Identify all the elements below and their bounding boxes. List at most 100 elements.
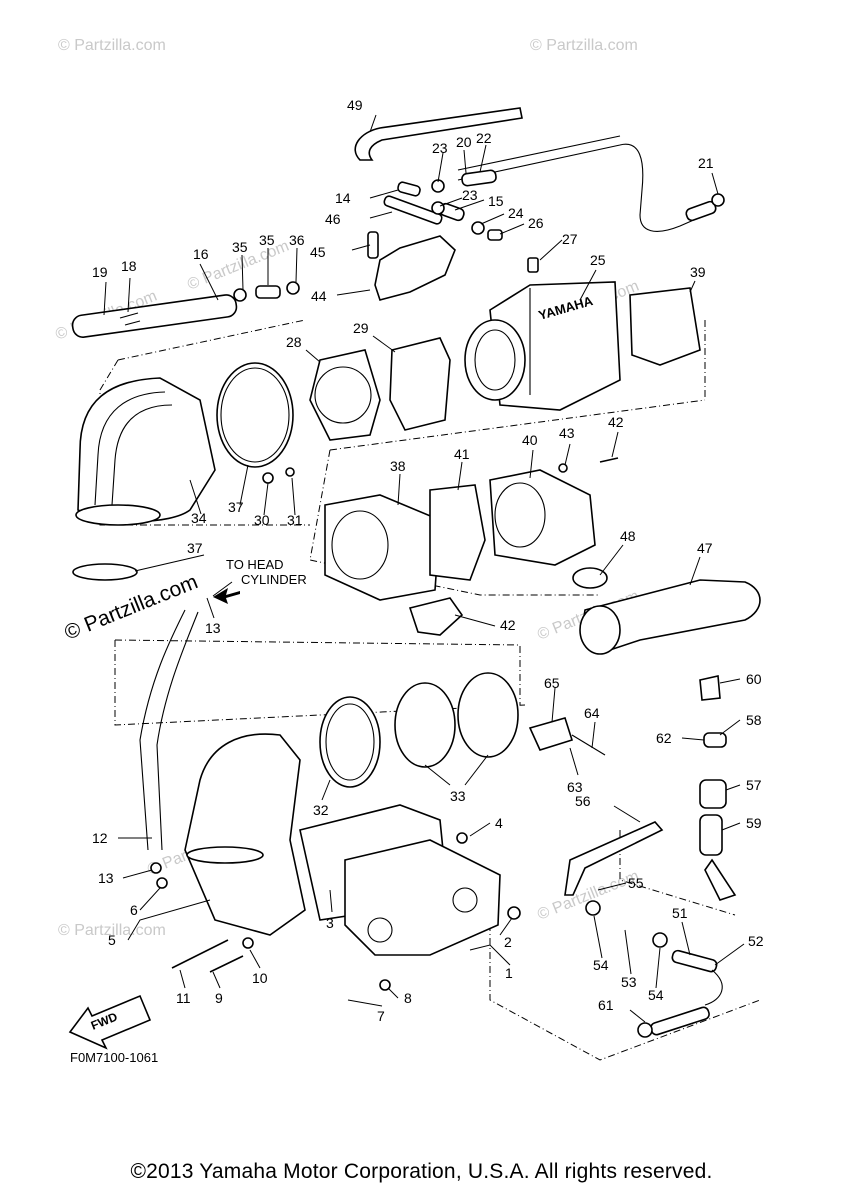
callout-31: 32	[313, 802, 329, 818]
callout-3: 3	[326, 915, 334, 931]
callout-27: 28	[286, 334, 302, 350]
callout-4: 4	[495, 815, 503, 831]
watermark: © Partzilla.com	[58, 922, 166, 939]
callout-23: 24	[508, 205, 524, 221]
part-34-fitting	[233, 281, 300, 302]
callout-5: 5	[108, 932, 116, 948]
callout-28: 29	[353, 320, 369, 336]
part-45-bracket	[367, 195, 456, 301]
callout-19: 20	[456, 134, 472, 150]
callout-49: 48	[620, 528, 636, 544]
copyright-text: ©2013 Yamaha Motor Corporation, U.S.A. A…	[130, 1160, 713, 1183]
arrow-icon	[213, 588, 240, 604]
callout-24: 25	[590, 252, 606, 268]
bolts	[150, 457, 619, 991]
watermark: © Partzilla.com	[530, 37, 638, 54]
callout-12: 12	[92, 830, 108, 846]
callout-55: 55	[628, 875, 644, 891]
callout-7: 7	[377, 1008, 385, 1024]
callout-40: 40	[522, 432, 538, 448]
callout-26: 27	[562, 231, 578, 247]
part-38-joint	[324, 469, 596, 601]
note-cylinder: CYLINDER	[241, 572, 307, 587]
callout-9: 9	[215, 990, 223, 1006]
callout-63: 63	[567, 779, 583, 795]
part-1-manifold	[299, 804, 501, 956]
callout-58: 58	[746, 712, 762, 728]
callout-17: 18	[121, 258, 137, 274]
callout-42: 42	[500, 617, 516, 633]
hose-fittings	[397, 169, 725, 241]
part-37-clamp	[72, 563, 199, 851]
callout-45: 44	[311, 288, 327, 304]
callout-51: 51	[672, 905, 688, 921]
callout-16: 16	[193, 246, 209, 262]
callout-60: 60	[746, 671, 762, 687]
callout-38: 38	[390, 458, 406, 474]
watermark: © Partzilla.com	[535, 868, 641, 924]
part-63-65	[528, 717, 606, 756]
gaskets-upper	[309, 287, 701, 441]
callout-14: 14	[335, 190, 351, 206]
callout-54: 54	[648, 987, 664, 1003]
callout-29: 30	[254, 512, 270, 528]
callout-47: 46	[325, 211, 341, 227]
callout-50: 49	[347, 97, 363, 113]
callout-21: 22	[476, 130, 492, 146]
watermark: © Partzilla.com	[58, 37, 166, 54]
callout-62: 62	[656, 730, 672, 746]
callout-6: 6	[130, 902, 138, 918]
callout-54: 54	[593, 957, 609, 973]
callout-65: 65	[544, 675, 560, 691]
callout-46: 45	[310, 244, 326, 260]
callout-59: 59	[746, 815, 762, 831]
note-to-head: TO HEAD	[226, 557, 284, 572]
callout-53: 53	[621, 974, 637, 990]
callout-36: 37	[228, 499, 244, 515]
callout-52: 52	[748, 933, 764, 949]
callouts: 49 19 18 16 35 35 36 14 46 45 44 23 20 2…	[92, 97, 764, 1024]
figure-code: F0M7100-1061	[70, 1050, 159, 1065]
callout-11: 11	[176, 990, 191, 1006]
callout-22: 23	[432, 140, 448, 156]
callout-34: 35	[259, 232, 275, 248]
part-31-sleeve	[319, 672, 519, 788]
part-42-fitting	[408, 597, 464, 636]
part-50-hose	[354, 107, 713, 232]
part-57-60-stack	[699, 675, 737, 901]
part-52-hose	[564, 821, 723, 1038]
part-36-ring	[216, 362, 294, 468]
callout-18: 19	[92, 264, 108, 280]
callout-43: 42	[608, 414, 624, 430]
watermark-large: © Partzilla.com	[61, 570, 201, 644]
part-48-hose	[572, 567, 761, 655]
callout-35: 35	[232, 239, 248, 255]
leader-lines	[103, 114, 745, 1023]
callout-39: 39	[690, 264, 706, 280]
callout-35: 36	[289, 232, 305, 248]
part-16-shaft	[71, 294, 238, 338]
callout-41: 41	[454, 446, 470, 462]
callout-64: 64	[584, 705, 600, 721]
callout-56: 56	[575, 793, 591, 809]
callout-2: 2	[504, 934, 512, 950]
part-33-elbow-pipe	[75, 377, 216, 526]
callout-8: 8	[404, 990, 412, 1006]
to-head-cylinder-note: TO HEAD CYLINDER	[213, 557, 307, 604]
callout-13: 13	[98, 870, 114, 886]
callout-61: 61	[598, 997, 614, 1013]
callout-44: 43	[559, 425, 575, 441]
callout-20: 21	[698, 155, 714, 171]
callout-1: 1	[505, 965, 513, 981]
callout-15: 15	[488, 193, 504, 209]
callout-10: 10	[252, 970, 268, 986]
callout-25: 26	[528, 215, 544, 231]
callout-32: 33	[450, 788, 466, 804]
callout-48: 47	[697, 540, 713, 556]
part-5-elbow	[184, 733, 306, 936]
callout-33: 34	[191, 510, 207, 526]
callout-57: 57	[746, 777, 762, 793]
callout-37: 37	[187, 540, 203, 556]
callout-30: 31	[287, 512, 303, 528]
